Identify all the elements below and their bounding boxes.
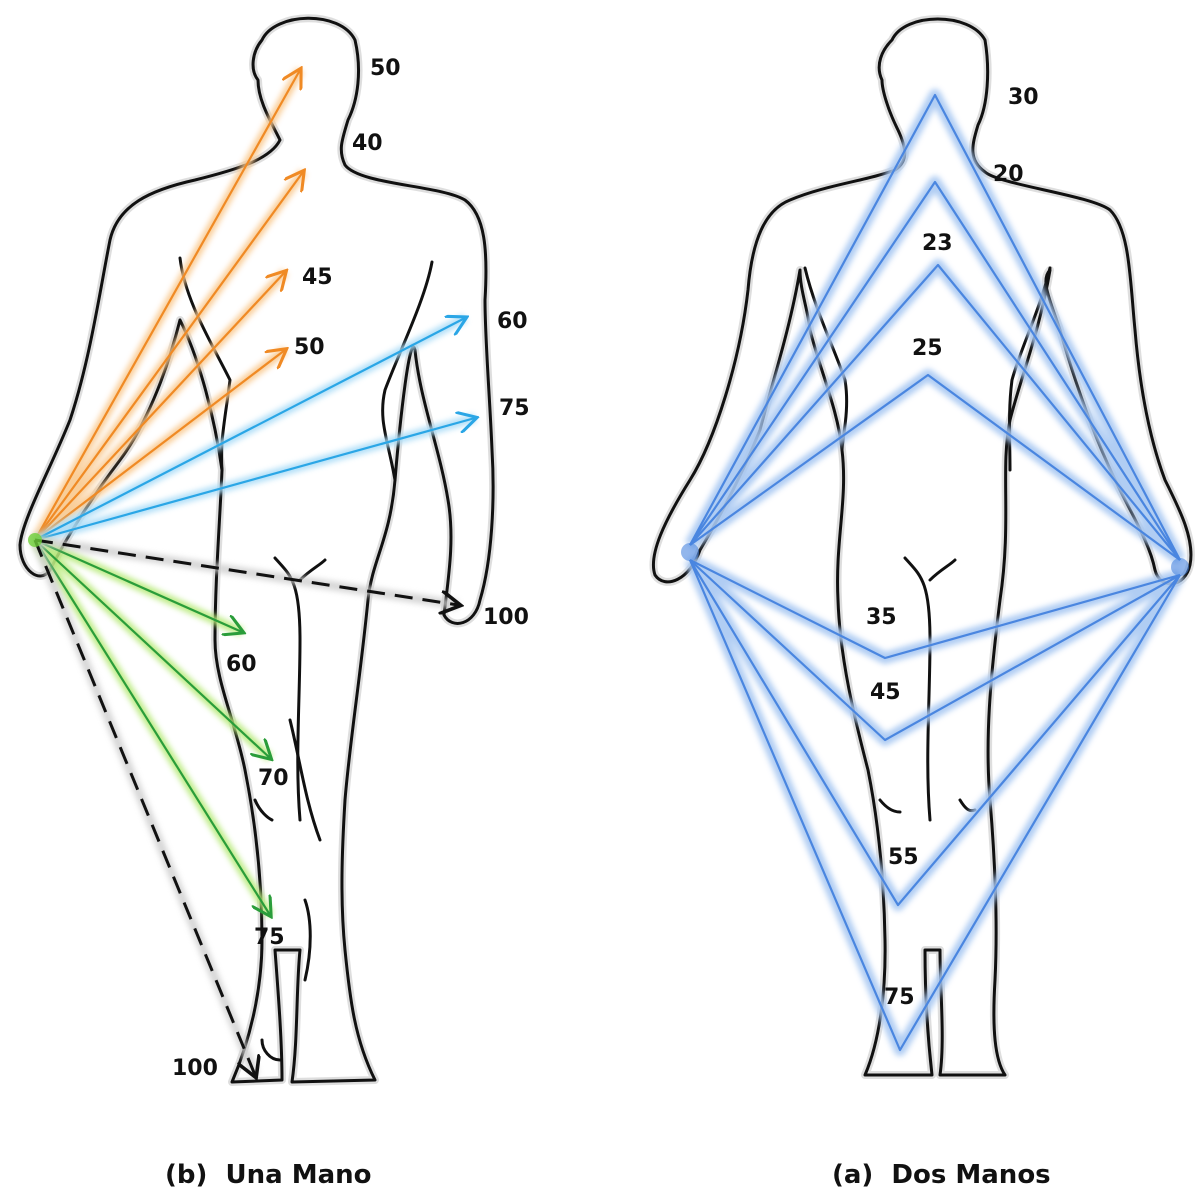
hand-origin-dot (28, 533, 42, 547)
two-hands-labels: 30 20 23 25 35 45 55 75 (866, 85, 1039, 1010)
label-blue-upper-arm: 60 (497, 309, 528, 334)
label-two-hip: 35 (866, 605, 897, 630)
label-green-knee: 70 (258, 766, 289, 791)
label-orange-neck: 40 (352, 131, 383, 156)
caption-two-hands: (a) Dos Manos (832, 1160, 1051, 1190)
label-two-neck: 20 (993, 162, 1024, 187)
label-green-hip: 60 (226, 652, 257, 677)
one-hand-reach-arrows (28, 70, 475, 1075)
left-hand-dot (681, 543, 699, 561)
label-two-thigh: 45 (870, 680, 901, 705)
label-dashed-foot: 100 (172, 1056, 218, 1081)
label-two-head: 30 (1008, 85, 1039, 110)
black-dashed-arrows (35, 540, 458, 1075)
label-green-shin: 75 (254, 925, 285, 950)
label-two-torso: 25 (912, 336, 943, 361)
label-two-shin: 55 (888, 845, 919, 870)
label-two-chest: 23 (922, 231, 953, 256)
label-two-ankle: 75 (884, 985, 915, 1010)
label-orange-chest: 45 (302, 265, 333, 290)
right-hand-dot (1171, 558, 1189, 576)
label-orange-torso: 50 (294, 335, 325, 360)
caption-one-hand: (b) Una Mano (165, 1160, 372, 1190)
label-dashed-hand: 100 (483, 605, 529, 630)
right-body-outline (653, 19, 1191, 1075)
green-reach-arrows (35, 540, 270, 915)
label-blue-forearm: 75 (499, 396, 530, 421)
label-orange-head: 50 (370, 56, 401, 81)
